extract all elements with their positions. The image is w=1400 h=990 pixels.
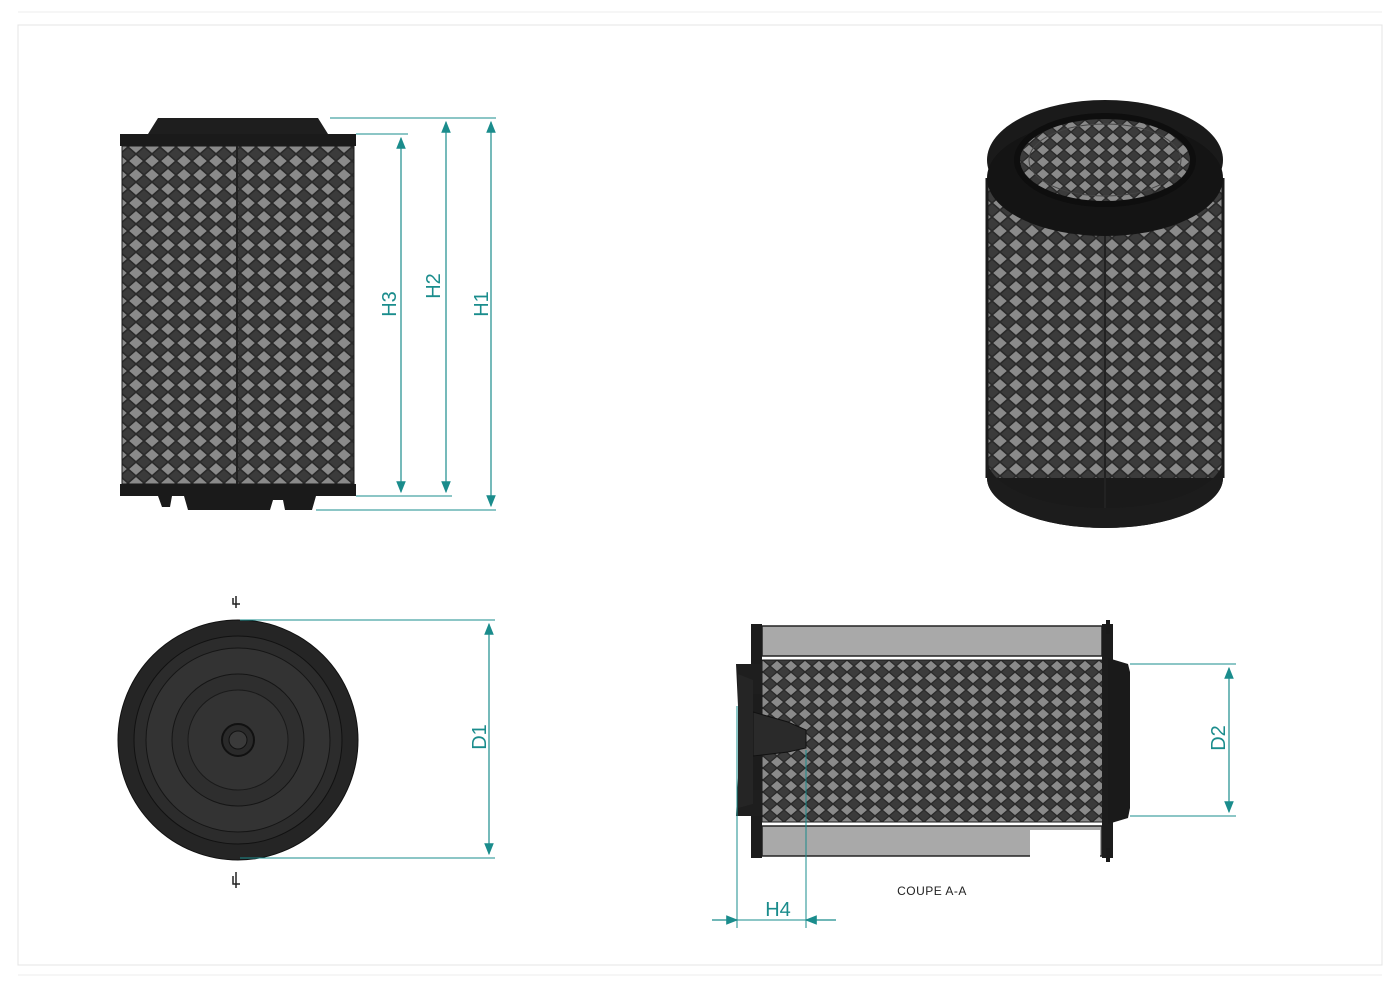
front-top-cap [148, 118, 328, 134]
d1-label: D1 [469, 724, 491, 750]
front-dimensions: H3 H2 H1 [316, 117, 496, 511]
h3-label: H3 [379, 291, 401, 317]
isometric-view [985, 100, 1225, 528]
section-caption: COUPE A-A [897, 884, 967, 898]
front-bottom-lugs [158, 496, 316, 510]
section-mesh [761, 659, 1109, 823]
iso-top-opening [1014, 113, 1196, 207]
h4-label: H4 [765, 899, 791, 921]
front-top-flange [120, 134, 356, 146]
section-wall-top [761, 625, 1103, 657]
top-view-dimensions: D1 [240, 619, 495, 859]
section-mark-top [232, 596, 240, 608]
section-dimensions: D2 H4 [712, 663, 1236, 928]
d2-label: D2 [1208, 725, 1230, 751]
top-view [117, 596, 359, 888]
h1-label: H1 [471, 291, 493, 317]
front-view [120, 118, 356, 510]
front-bottom-flange [120, 484, 356, 496]
h2-label: H2 [423, 273, 445, 299]
section-mark-bottom [232, 872, 240, 888]
section-view [736, 620, 1130, 862]
sheet-frame [17, 11, 1383, 976]
